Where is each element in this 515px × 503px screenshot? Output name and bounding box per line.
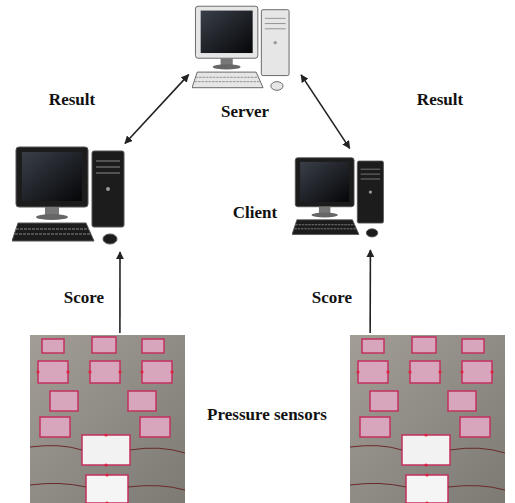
connector-arrow <box>301 75 350 148</box>
edge-label: Score <box>62 288 106 308</box>
connector-arrow <box>369 250 371 333</box>
connector-arrow <box>125 75 189 144</box>
computer-node <box>30 335 185 503</box>
client-label: Client <box>231 203 279 223</box>
sensor-photo <box>350 335 505 503</box>
computer-node: Server <box>190 0 300 122</box>
computer-node <box>12 145 132 250</box>
edge-label: Result <box>47 90 97 110</box>
sensor-photo <box>30 335 185 503</box>
computer-node <box>350 335 505 503</box>
sensors-label: Pressure sensors <box>205 405 329 425</box>
connector-arrow <box>119 252 121 333</box>
server-icon <box>192 6 289 90</box>
edge-label: Score <box>310 288 354 308</box>
edge-label: Result <box>415 90 465 110</box>
client-icon <box>292 158 383 237</box>
client-icon <box>12 147 124 244</box>
computer-node <box>292 150 390 248</box>
node-label: Server <box>221 102 269 122</box>
